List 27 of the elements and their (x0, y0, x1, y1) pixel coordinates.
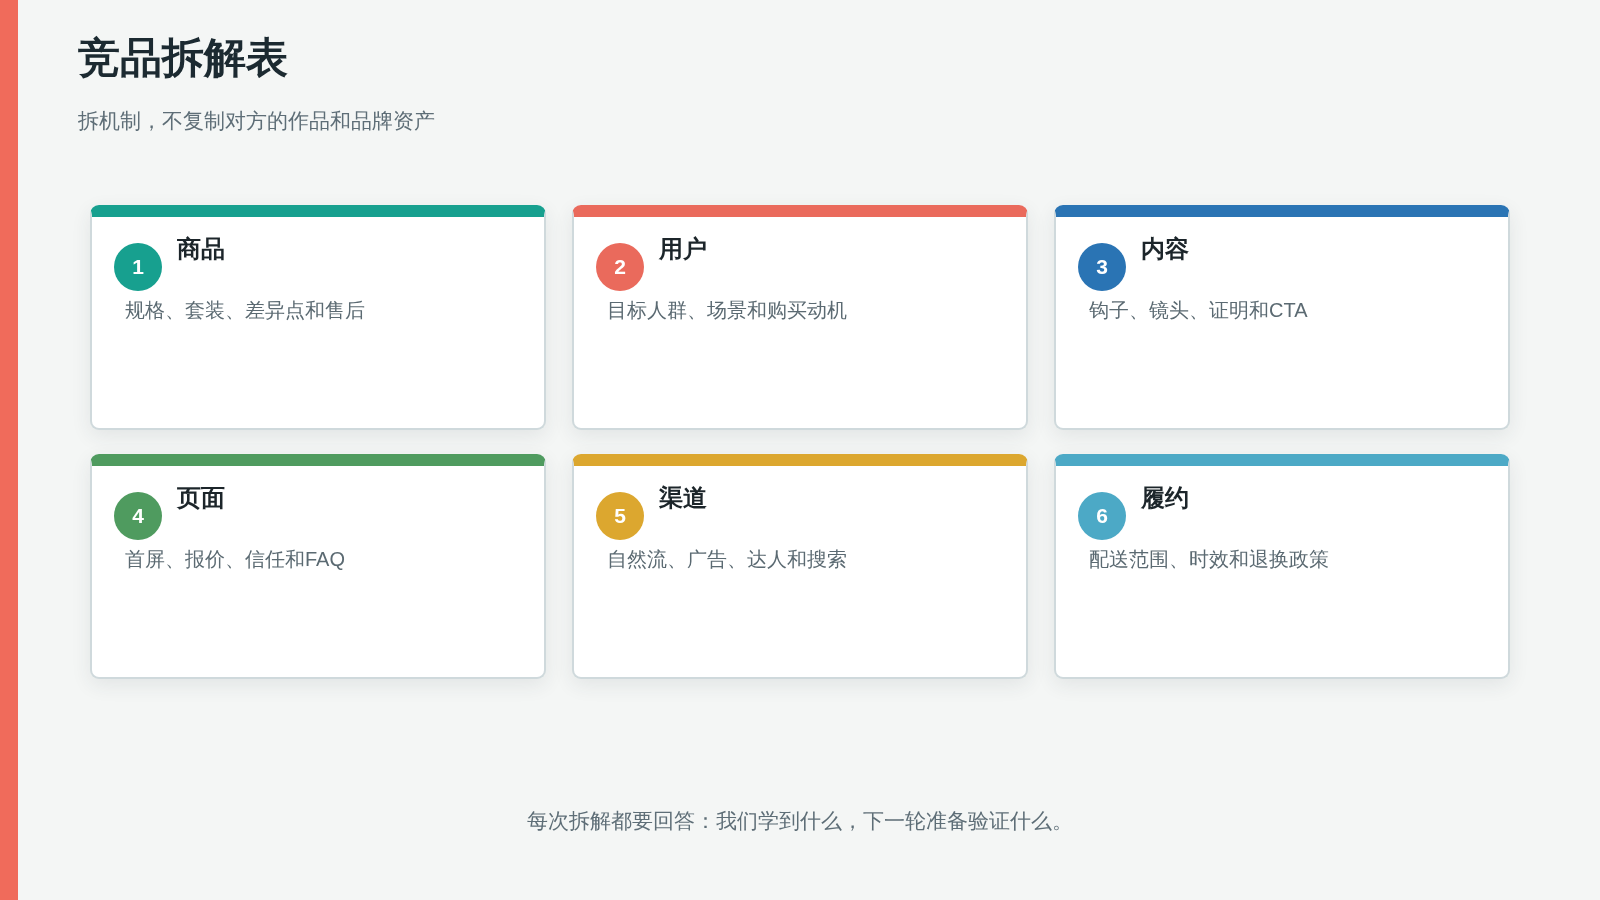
footer-note: 每次拆解都要回答：我们学到什么，下一轮准备验证什么。 (527, 809, 1073, 832)
card (1054, 205, 1510, 430)
card (572, 205, 1028, 430)
card-title: 页面 (177, 484, 225, 513)
card-text: 规格、套装、差异点和售后 (125, 298, 366, 323)
card-text: 首屏、报价、信任和FAQ (125, 547, 346, 572)
number-badge: 2 (596, 243, 644, 291)
title: 竞品拆解表 (78, 33, 288, 83)
card-title: 内容 (1141, 235, 1189, 264)
number-badge: 3 (1078, 243, 1126, 291)
card (572, 454, 1028, 679)
card-text: 自然流、广告、达人和搜索 (607, 547, 848, 572)
number-badge: 4 (114, 492, 162, 540)
number-badge: 5 (596, 492, 644, 540)
number-badge: 6 (1078, 492, 1126, 540)
subtitle: 拆机制，不复制对方的作品和品牌资产 (78, 108, 435, 134)
card (90, 205, 546, 430)
card-text: 目标人群、场景和购买动机 (607, 298, 848, 323)
card (1054, 454, 1510, 679)
card (90, 454, 546, 679)
card-title: 渠道 (659, 484, 707, 513)
card-title: 用户 (659, 235, 707, 264)
number-badge: 1 (114, 243, 162, 291)
card-title: 商品 (177, 235, 225, 264)
card-text: 钩子、镜头、证明和CTA (1089, 298, 1309, 323)
card-title: 履约 (1141, 484, 1189, 513)
card-text: 配送范围、时效和退换政策 (1089, 547, 1330, 572)
